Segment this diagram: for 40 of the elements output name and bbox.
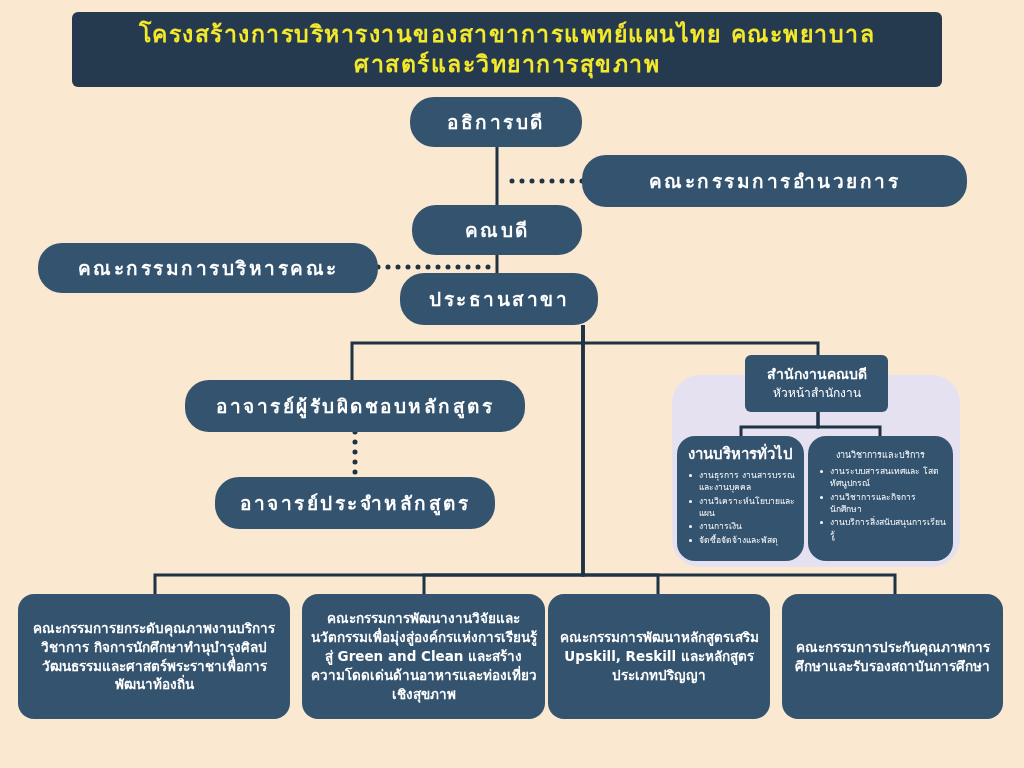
bullet-item: จัดซื้อจัดจ้างและพัสดุ bbox=[699, 533, 778, 546]
org-chart-box bbox=[18, 594, 290, 719]
box-label: คณะกรรมการบริหารคณะ bbox=[77, 255, 339, 281]
box-label: คณะกรรมการพัฒนาหลักสูตรเสริม Upskill, Reskill และหลักสูตรประเภทปริญญา bbox=[558, 628, 760, 685]
list-heading: งานบริหารทั่วไป bbox=[687, 442, 794, 465]
org-chart-box bbox=[745, 355, 888, 412]
org-chart-box bbox=[548, 594, 770, 719]
bullet-item: งานการเงิน bbox=[699, 520, 742, 533]
box-label: คณบดี bbox=[464, 217, 530, 243]
org-chart-box bbox=[782, 594, 1003, 719]
org-chart-box bbox=[582, 155, 967, 207]
connector-line bbox=[495, 255, 499, 273]
box-label: สำนักงานคณบดี bbox=[766, 365, 867, 385]
box-label: คณะกรรมการพัฒนางานวิจัยและนวัตกรรมเพื่อมุ่งสู่องค์กรแห่งการเรียนรู้สู่ Green and Clean และสร้างความโดดเด่นด้านอาหารและท่องเที่ยวเชิงสุขภาพ bbox=[310, 609, 537, 704]
title: โครงสร้างการบริหารงานของสาขาการแพทย์แผนไทย คณะพยาบาลศาสตร์และวิทยาการสุขภาพ bbox=[137, 19, 877, 80]
bullet-item: งานวิชาการและกิจการนักศึกษา bbox=[830, 490, 917, 516]
box-label: คณะกรรมการยกระดับคุณภาพงานบริการวิชาการ กิจการนักศึกษาทำนุบำรุงศิลปวัฒนธรรมและศาสตร์พระราชาเพื่อการพัฒนาท้องถิ่น bbox=[32, 618, 276, 695]
org-chart-box bbox=[410, 97, 582, 147]
bullet-item: งานธุรการ งานสารบรรณและงานบุคคล bbox=[699, 469, 796, 494]
org-chart-box bbox=[215, 477, 495, 529]
org-chart-box bbox=[412, 205, 582, 255]
org-chart-box bbox=[400, 273, 598, 325]
list-heading: งานวิชาการและบริการ bbox=[835, 449, 926, 462]
box-label: คณะกรรมการประกันคุณภาพการศึกษาและรับรองสถาบันการศึกษา bbox=[794, 637, 991, 676]
box-label: อธิการบดี bbox=[447, 109, 545, 135]
box-label: ประธานสาขา bbox=[429, 286, 569, 312]
org-chart-box bbox=[185, 380, 525, 432]
connector-line bbox=[816, 412, 882, 436]
org-chart-box bbox=[38, 243, 378, 293]
bullet-item: งานวิเคราะห์นโยบายและแผน bbox=[699, 494, 796, 520]
org-chart-box bbox=[808, 436, 953, 561]
connector-line bbox=[495, 147, 499, 205]
org-chart-box bbox=[677, 436, 804, 561]
bullet-item: งานระบบสารสนเทศและ โสตทัศนูปกรณ์ bbox=[830, 465, 940, 490]
box-label: อาจารย์ผู้รับผิดชอบหลักสูตร bbox=[216, 393, 494, 420]
bullet-item: งานบริการสิ่งสนับสนุนการเรียนรู้ bbox=[830, 516, 947, 541]
box-label: คณะกรรมการอำนวยการ bbox=[648, 168, 901, 194]
box-label: อาจารย์ประจำหลักสูตร bbox=[240, 490, 470, 517]
box-label: หัวหน้าสำนักงาน bbox=[772, 384, 861, 402]
org-chart-box bbox=[302, 594, 545, 719]
